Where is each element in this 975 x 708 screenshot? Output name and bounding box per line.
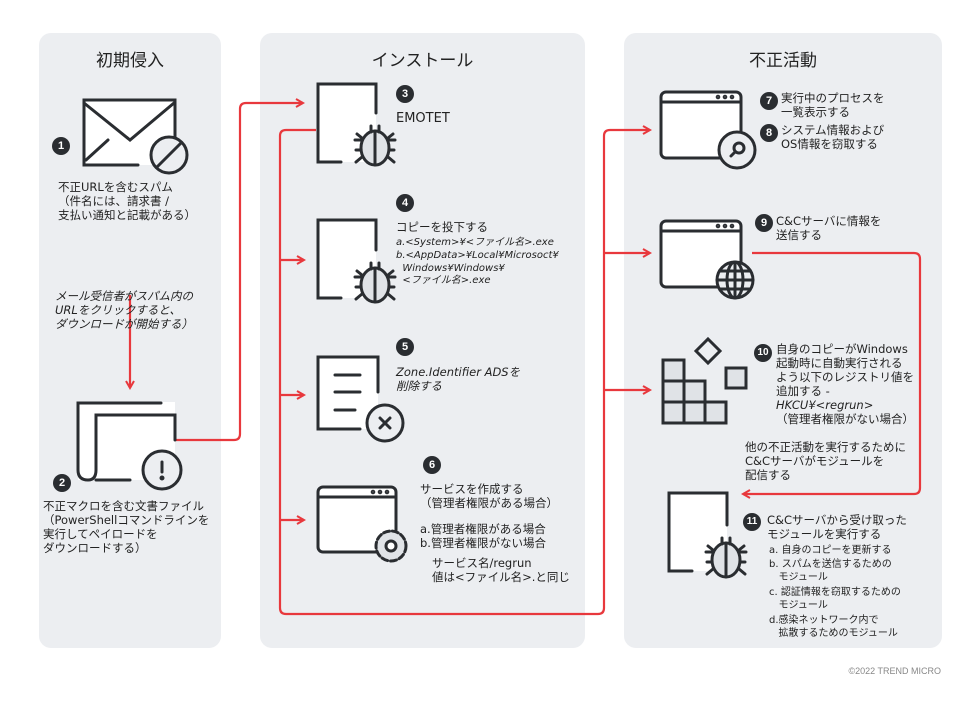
malware-file-icon-11 xyxy=(667,491,748,579)
step-4-path-a: a.<System>¥<ファイル名>.exe xyxy=(396,237,554,248)
step-badge-10: 10 xyxy=(754,344,772,362)
step-badge-4: 4 xyxy=(396,194,414,212)
step-badge-2: 2 xyxy=(53,474,71,492)
step-6-title: サービスを作成する （管理者権限がある場合） xyxy=(420,482,558,510)
step-7-text: 実行中のプロセスを 一覧表示する xyxy=(781,91,885,119)
step-badge-1: 1 xyxy=(52,137,70,155)
arrow-3-branch xyxy=(278,130,650,616)
cc-module-note: 他の不正活動を実行するために C&Cサーバがモジュールを 配信する xyxy=(745,440,906,482)
panel-title-initial: 初期侵入 xyxy=(96,51,164,71)
step-9-text: C&Cサーバに情報を 送信する xyxy=(776,214,882,242)
step-4-title: コピーを投下する xyxy=(396,220,488,234)
step-11-item-b: b. スパムを送信するための モジュール xyxy=(769,559,892,583)
step-11-title: C&Cサーバから受け取った モジュールを実行する xyxy=(767,513,907,541)
step-4-path-b: b.<AppData>¥Local¥Microsoct¥ Windows¥Win… xyxy=(396,250,559,286)
service-gear-icon xyxy=(316,485,408,563)
step-8-text: システム情報および OS情報を窃取する xyxy=(781,123,885,151)
step-11-item-c: c. 認証情報を窃取するための モジュール xyxy=(769,587,901,611)
step-6-detail: サービス名/regrun 値は<ファイル名>.と同じ xyxy=(432,556,570,584)
step-1-text: 不正URLを含むスパム （件名には、請求書 / 支払い通知と記載がある） xyxy=(58,180,196,222)
malware-file-icon-4 xyxy=(316,218,397,304)
step-badge-11: 11 xyxy=(743,513,761,531)
step-badge-9: 9 xyxy=(755,214,773,232)
malware-file-icon-3 xyxy=(316,82,397,167)
step-badge-5: 5 xyxy=(396,338,414,356)
panel-install xyxy=(260,33,585,648)
arrow-2-to-3 xyxy=(176,103,303,442)
delete-file-icon xyxy=(316,355,405,443)
transition-text: メール受信者がスパム内の URLをクリックすると、 ダウンロードが開始する） xyxy=(55,289,193,331)
step-badge-3: 3 xyxy=(396,85,414,103)
step-2-text: 不正マクロを含む文書ファイル （PowerShellコマンドラインを 実行してペ… xyxy=(43,499,210,555)
copyright: ©2022 TREND MICRO xyxy=(848,666,942,676)
step-badge-8: 8 xyxy=(760,124,778,142)
step-5-text: Zone.Identifier ADSを 削除する xyxy=(396,365,521,393)
step-6-item-a: a.管理者権限がある場合 xyxy=(420,522,546,536)
step-11-item-a: a. 自身のコピーを更新する xyxy=(769,545,892,556)
window-search-icon xyxy=(659,90,757,170)
panel-title-malicious: 不正活動 xyxy=(749,51,817,71)
step-badge-6: 6 xyxy=(423,456,441,474)
spam-mail-icon xyxy=(82,98,189,175)
malicious-document-icon xyxy=(76,401,183,491)
step-10-note: （管理者権限がない場合） xyxy=(776,412,914,426)
step-badge-7: 7 xyxy=(760,92,778,110)
step-10-text: 自身のコピーがWindows 起動時に自動実行される よう以下のレジストリ値を … xyxy=(776,342,914,398)
step-11-item-d: d.感染ネットワーク内で 拡散するためのモジュール xyxy=(769,615,898,639)
step-3-text: EMOTET xyxy=(396,111,450,126)
registry-icon xyxy=(661,336,748,425)
window-globe-icon xyxy=(659,219,755,300)
step-6-item-b: b.管理者権限がない場合 xyxy=(420,536,546,550)
step-10-registry-key: HKCU¥<regrun> xyxy=(776,398,874,412)
panel-title-install: インストール xyxy=(371,51,474,71)
arrow-9-to-11 xyxy=(743,251,922,494)
